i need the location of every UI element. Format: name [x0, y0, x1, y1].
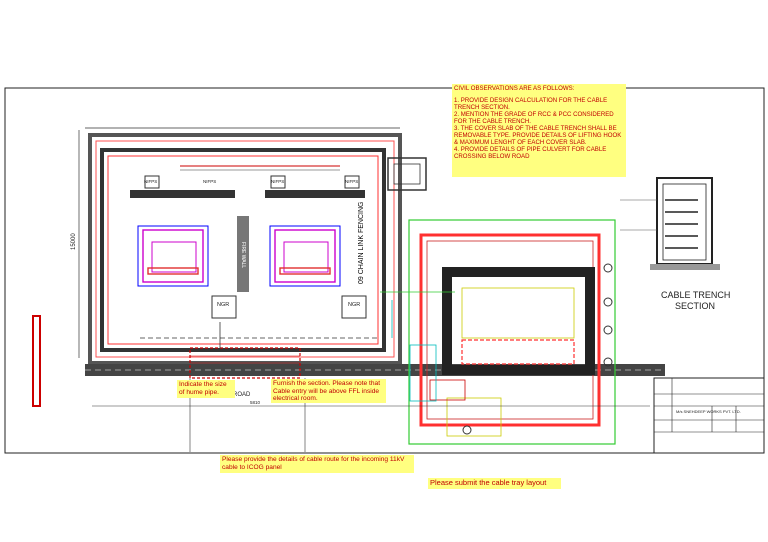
cable-route-comment-text: Please provide the details of cable rout…: [222, 456, 405, 471]
observations-heading: CIVIL OBSERVATIONS ARE AS FOLLOWS:: [454, 85, 575, 92]
chain-link-fencing-label: 09 CHAIN LINK FENCING: [358, 201, 365, 284]
observation-item-4: 4. PROVIDE DETAILS OF PIPE CULVERT FOR C…: [454, 146, 608, 160]
title-block-company: M/s SNEHDEEP WORKS PVT. LTD.: [676, 409, 741, 414]
nifps-label-1: NIFPS: [144, 179, 158, 184]
ngr-right-label: NGR: [348, 302, 361, 308]
cable-route-comment: Please provide the details of cable rout…: [220, 455, 414, 473]
observation-item-3: 3. THE COVER SLAB OF THE CABLE TRENCH SH…: [454, 125, 623, 146]
cable-tray-comment: Please submit the cable tray layout: [428, 478, 561, 489]
fire-wall-label: FIRE WALL: [240, 242, 246, 269]
observation-item-2: 2. MENTION THE GRADE OF RCC & PCC CONSID…: [454, 111, 616, 125]
nifps-label-2: NIFPS: [271, 179, 285, 184]
hume-pipe-comment: Indicate the size of hume pipe.: [177, 380, 235, 398]
road-label: ROAD: [233, 392, 251, 398]
civil-observations-note: CIVIL OBSERVATIONS ARE AS FOLLOWS: 1. PR…: [452, 84, 626, 177]
nifps-label-3: NIFPS: [345, 179, 359, 184]
trench-section-subtitle: SECTION: [675, 301, 716, 311]
hume-pipe-comment-text: Indicate the size of hume pipe.: [179, 381, 227, 396]
vertical-dimension-label: 15000: [71, 233, 77, 250]
ngr-left-label: NGR: [217, 302, 230, 308]
nifps-label-4: NIFPS: [203, 179, 217, 184]
section-comment: Furnish the section. Please note that Ca…: [271, 379, 386, 403]
observation-item-1: 1. PROVIDE DESIGN CALCULATION FOR THE CA…: [454, 97, 609, 111]
trench-section-title: CABLE TRENCH: [661, 290, 731, 300]
section-comment-text: Furnish the section. Please note that Ca…: [273, 380, 381, 403]
cable-tray-comment-text: Please submit the cable tray layout: [430, 478, 547, 487]
bottom-dimension-label: 5810: [250, 400, 261, 405]
